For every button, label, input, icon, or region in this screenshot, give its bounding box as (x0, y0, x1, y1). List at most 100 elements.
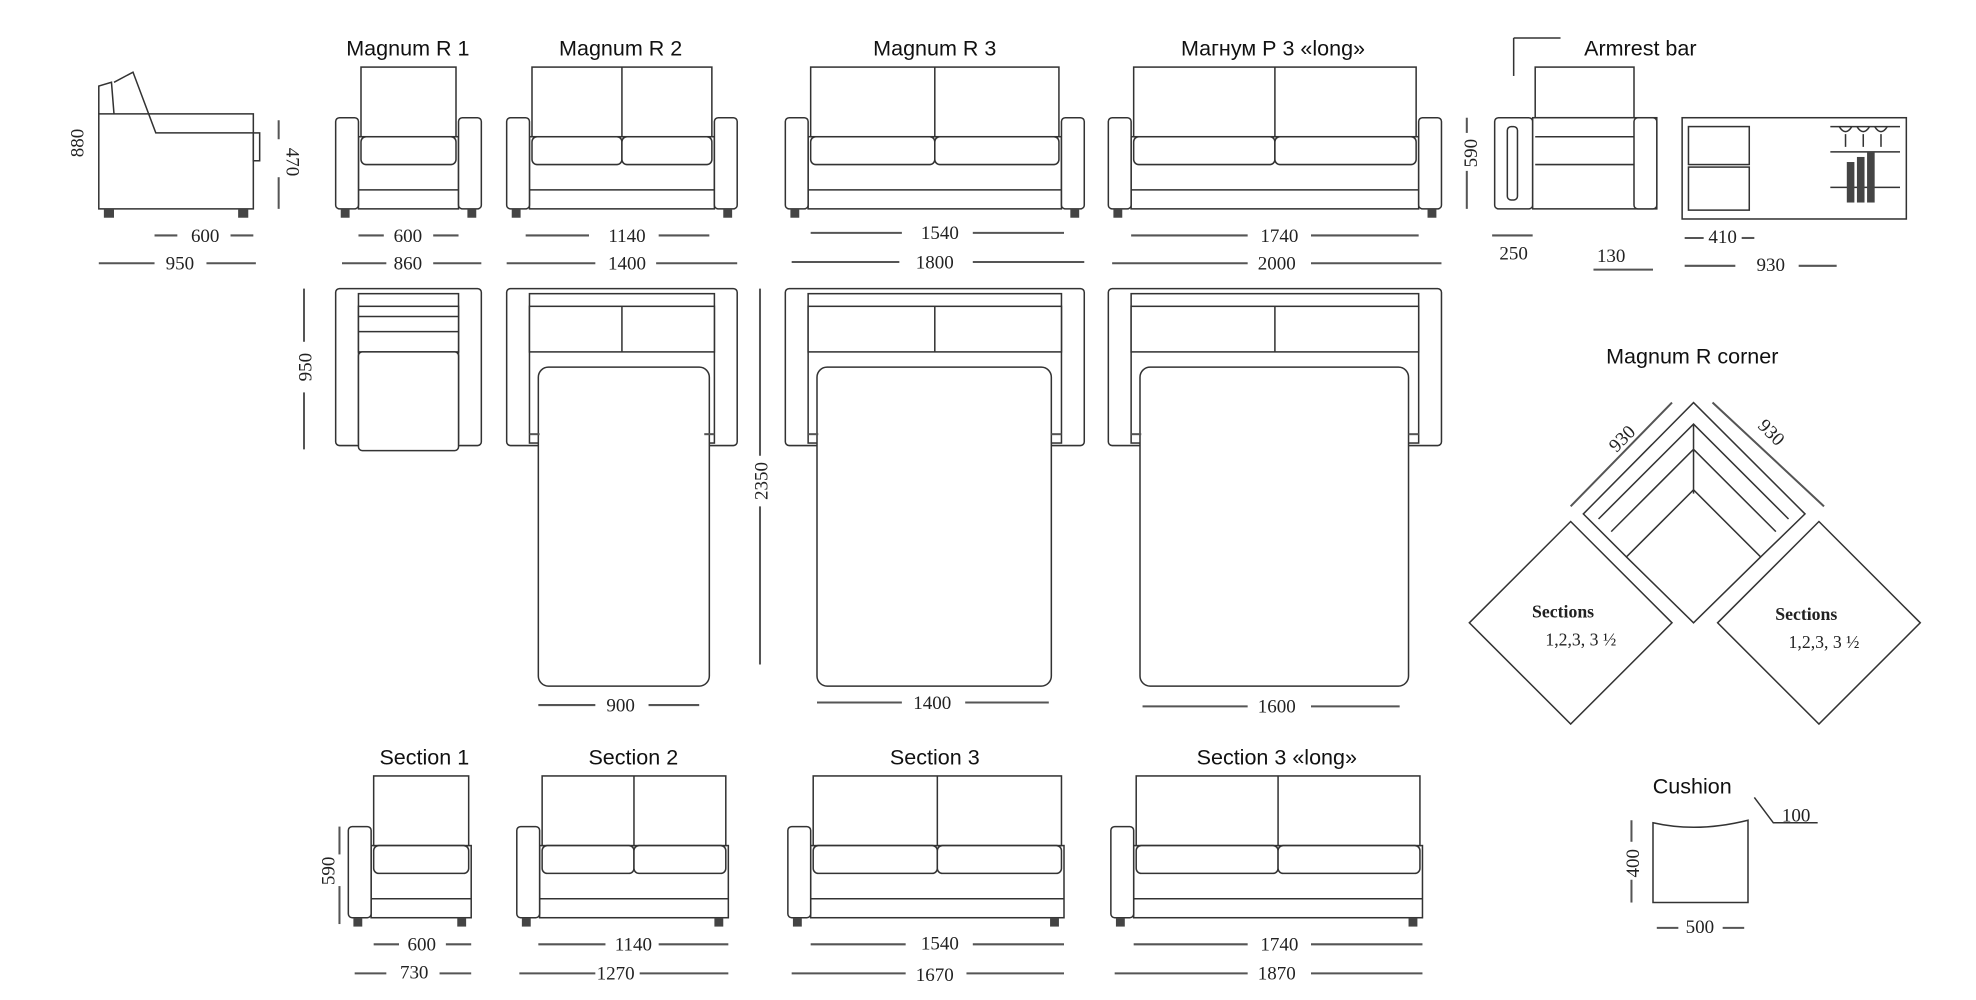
armrest-right (1417, 116, 1443, 210)
dim-r3-outer: 1800 (916, 252, 954, 273)
dim-cab-inner: 410 (1708, 227, 1736, 248)
section-2-front (516, 775, 730, 927)
armrest-left (505, 116, 531, 210)
glass-icon (1838, 126, 1853, 147)
corner-left-values: 1,2,3, 3 ½ (1545, 630, 1616, 650)
leg (1050, 917, 1059, 927)
dim-cushion-width: 500 (1686, 917, 1714, 938)
seat-cushion (360, 135, 457, 166)
title-s3: Section 3 (890, 746, 980, 770)
dim-long-inner: 1740 (1260, 226, 1298, 247)
armrest-bar (1493, 37, 1658, 210)
leader (1753, 797, 1818, 824)
dim-side-height: 880 (68, 129, 89, 157)
dim-bed-900: 900 (606, 695, 634, 716)
armrest-left (1110, 825, 1135, 919)
dim-r3-inner: 1540 (921, 223, 959, 244)
leg (1115, 917, 1125, 927)
section-long-front (1110, 775, 1424, 927)
corner-lines (1597, 422, 1790, 533)
leg (457, 917, 467, 927)
dim-s3-inner: 1540 (921, 933, 959, 954)
title-cushion: Cushion (1653, 775, 1732, 799)
seat-cushion (541, 844, 635, 875)
dim-r1-inner: 600 (394, 226, 422, 247)
dim-side-seat-height: 470 (281, 148, 302, 176)
dim-s2-inner: 1140 (615, 935, 652, 956)
bottle-icon (1856, 156, 1865, 203)
title-r1: Magnum R 1 (346, 37, 469, 61)
dim-bar-w2: 130 (1597, 246, 1625, 267)
dim-side-depth: 950 (166, 254, 194, 275)
mattress (816, 366, 1053, 687)
dim-long-outer: 2000 (1258, 254, 1296, 275)
dim-bar-height: 590 (1461, 139, 1482, 167)
cushion (1652, 797, 1818, 904)
dim-bed-1400: 1400 (913, 693, 951, 714)
dim-s1-inner: 600 (408, 935, 436, 956)
armrest-right (1060, 116, 1086, 210)
dim-r2-outer: 1400 (608, 254, 646, 275)
dim-slong-outer: 1870 (1258, 964, 1296, 985)
corner-seat (1625, 556, 1762, 624)
armrest-left (334, 116, 360, 210)
dim-cushion-height: 400 (1623, 849, 1644, 877)
dim-open-length: 2350 (752, 462, 773, 500)
corner-diagram (1468, 401, 1922, 726)
leg (723, 208, 733, 218)
dimension-labels: 880 470 600 950 600 860 1140 1400 1540 1… (68, 129, 1860, 986)
corner-right-values: 1,2,3, 3 ½ (1789, 632, 1860, 652)
dim-depth: 950 (296, 353, 317, 381)
titles: Magnum R 1 Magnum R 2 Magnum R 3 Магнум … (346, 37, 1778, 799)
armrest-left (516, 825, 541, 919)
sofa-r3-front (784, 66, 1086, 218)
leg (1427, 208, 1437, 218)
sofa-r3-top (784, 287, 1086, 687)
seat-cushion (531, 135, 623, 166)
dim-r1-outer: 860 (394, 254, 422, 275)
section-left (1468, 520, 1674, 726)
leg (521, 917, 531, 927)
leg (511, 208, 521, 218)
sofa-long-top (1107, 287, 1443, 687)
seat-cushion (1274, 135, 1417, 166)
dim-s3-outer: 1670 (916, 965, 954, 986)
side-arm (252, 132, 261, 162)
title-s1: Section 1 (379, 746, 469, 770)
dim (1569, 401, 1673, 508)
title-s2: Section 2 (588, 746, 678, 770)
corner-right-label: Sections (1775, 604, 1837, 624)
drawer (1687, 125, 1751, 166)
bar-arm (1633, 116, 1658, 210)
title-armrest-bar: Armrest bar (1584, 37, 1696, 61)
leg (1113, 208, 1123, 218)
seat-cushion (934, 135, 1060, 166)
section-1-front (347, 775, 472, 927)
seat-cushion (372, 844, 470, 875)
sofa-r1-top (334, 287, 483, 452)
seat-cushion (812, 844, 939, 875)
seat-cushion (1132, 135, 1276, 166)
drawer (1687, 166, 1751, 211)
leg (792, 917, 802, 927)
dim-s1-outer: 730 (400, 962, 428, 983)
sofa-r1-front (334, 66, 483, 218)
dim-s2-outer: 1270 (597, 964, 635, 985)
side-body (98, 113, 255, 210)
dim-corner-left: 930 (1605, 422, 1640, 457)
dim-bed-1600: 1600 (1258, 697, 1296, 718)
armrest-left (784, 116, 809, 210)
title-r2: Magnum R 2 (559, 37, 682, 61)
armrest-left (787, 825, 812, 919)
mattress (537, 366, 711, 687)
back-cushions (357, 305, 460, 353)
sofa-r2-top (505, 287, 738, 687)
section-3-front (787, 775, 1065, 927)
leg (103, 208, 114, 218)
drawings (98, 37, 1922, 975)
title-r3: Magnum R 3 (873, 37, 996, 61)
bar-slot (1506, 125, 1519, 201)
seat-extension (357, 351, 460, 452)
leg (714, 917, 724, 927)
